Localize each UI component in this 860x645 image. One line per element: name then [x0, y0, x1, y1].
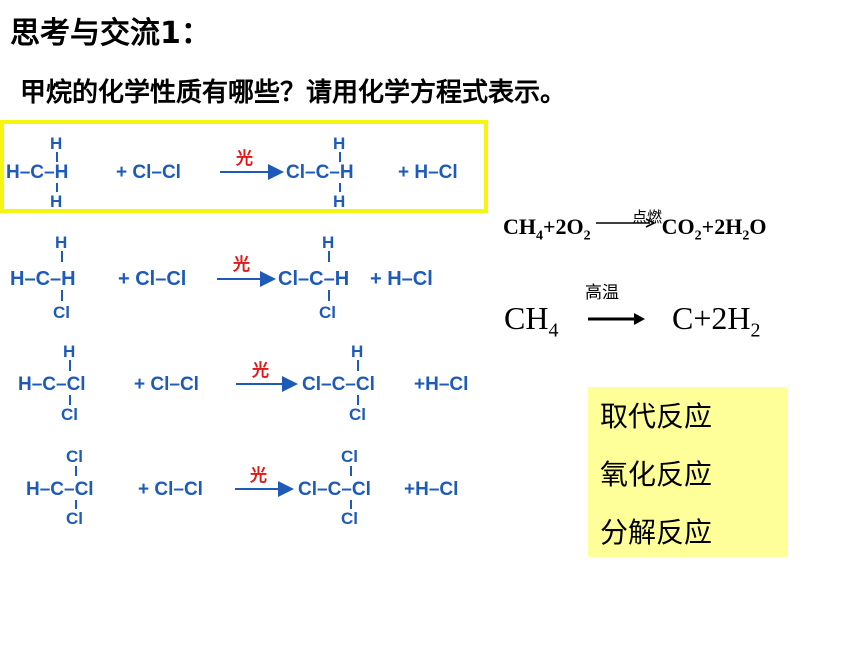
combustion-lhs-a: CH: [503, 214, 536, 239]
combustion-equation: CH4+2O2 CO2+2H2O: [503, 214, 766, 244]
decomposition-lhs-formula: CH: [504, 300, 549, 336]
r1-product-bottom: H: [333, 192, 345, 211]
r2-light-label: 光: [232, 254, 250, 275]
r4-top: Cl: [66, 447, 83, 466]
r2-bottom: Cl: [53, 303, 70, 322]
decomposition-rhs: C+2H2: [672, 300, 761, 342]
combustion-lhs-a-sub: 4: [536, 228, 543, 244]
combustion-arrow: [596, 208, 656, 234]
combustion-rhs-a-sub: 2: [694, 228, 702, 244]
reaction-types-box: 取代反应 氧化反应 分解反应: [588, 387, 788, 557]
r3-product: Cl–C–Cl: [302, 374, 375, 395]
r4-reagent: + Cl–Cl: [138, 479, 203, 500]
r4-bottom: Cl: [66, 509, 83, 528]
r2-product-bottom: Cl: [319, 303, 336, 322]
decomposition-arrow: [588, 313, 645, 325]
r3-product-top: H: [351, 342, 363, 361]
r4-reactant: H–C–Cl: [26, 479, 94, 500]
r2-top: H: [55, 233, 67, 252]
decomposition-rhs-formula: C+2H: [672, 300, 751, 336]
r4-product: Cl–C–Cl: [298, 479, 371, 500]
r2-byproduct: + H–Cl: [370, 268, 433, 290]
r3-reagent: + Cl–Cl: [134, 374, 199, 395]
combustion-lhs-b-sub: 2: [583, 228, 591, 244]
r4-light-label: 光: [249, 465, 267, 486]
type-substitution: 取代反应: [600, 400, 713, 433]
combustion-rhs-c: O: [749, 214, 767, 239]
decomposition-rhs-sub: 2: [750, 319, 761, 342]
reaction-1: H H–C–H H + Cl–Cl 光 H Cl–C–H H + H–Cl: [6, 134, 458, 211]
r3-reactant: H–C–Cl: [18, 374, 86, 395]
substitution-reactions: H H–C–H H + Cl–Cl 光 H Cl–C–H H + H–Cl H …: [6, 134, 468, 528]
r4-byproduct: +H–Cl: [404, 479, 458, 500]
r1-bottom: H: [50, 192, 62, 211]
r1-product: Cl–C–H: [286, 162, 354, 183]
reaction-2: H H–C–H Cl + Cl–Cl 光 H Cl–C–H Cl + H–Cl: [10, 233, 433, 322]
type-oxidation: 氧化反应: [600, 458, 713, 491]
r1-reagent: + Cl–Cl: [116, 162, 181, 183]
r3-bottom: Cl: [61, 405, 78, 424]
combustion-condition: 点燃: [632, 208, 663, 226]
combustion-lhs-b: +2O: [543, 214, 584, 239]
r1-product-top: H: [333, 134, 345, 153]
r2-reactant: H–C–H: [10, 268, 76, 290]
reaction-3: H H–C–Cl Cl + Cl–Cl 光 H Cl–C–Cl Cl +H–Cl: [18, 342, 468, 424]
r2-reagent: + Cl–Cl: [118, 268, 186, 290]
page-title: 思考与交流1：: [10, 16, 211, 51]
r1-top: H: [50, 134, 62, 153]
question-text: 甲烷的化学性质有哪些？请用化学方程式表示。: [20, 78, 567, 108]
combustion-rhs-b-sub: 2: [742, 228, 750, 244]
decomposition-lhs-sub: 4: [548, 319, 559, 342]
r3-product-bottom: Cl: [349, 405, 366, 424]
reaction-4: Cl H–C–Cl Cl + Cl–Cl 光 Cl Cl–C–Cl Cl +H–…: [26, 447, 458, 528]
r1-light-label: 光: [235, 148, 253, 169]
r3-top: H: [63, 342, 75, 361]
combustion-rhs-b: +2H: [701, 214, 743, 239]
decomposition-condition: 高温: [585, 283, 619, 303]
r4-product-top: Cl: [341, 447, 358, 466]
decomposition-lhs: CH4: [504, 300, 558, 342]
r2-product: Cl–C–H: [278, 268, 349, 290]
combustion-rhs-a: CO: [661, 214, 695, 239]
highlight-frame: [0, 120, 488, 213]
r2-product-top: H: [322, 233, 334, 252]
r3-byproduct: +H–Cl: [414, 374, 468, 395]
r4-product-bottom: Cl: [341, 509, 358, 528]
type-decomposition: 分解反应: [600, 516, 713, 549]
r1-reactant: H–C–H: [6, 162, 68, 183]
r3-light-label: 光: [251, 360, 269, 381]
r1-byproduct: + H–Cl: [398, 162, 458, 183]
